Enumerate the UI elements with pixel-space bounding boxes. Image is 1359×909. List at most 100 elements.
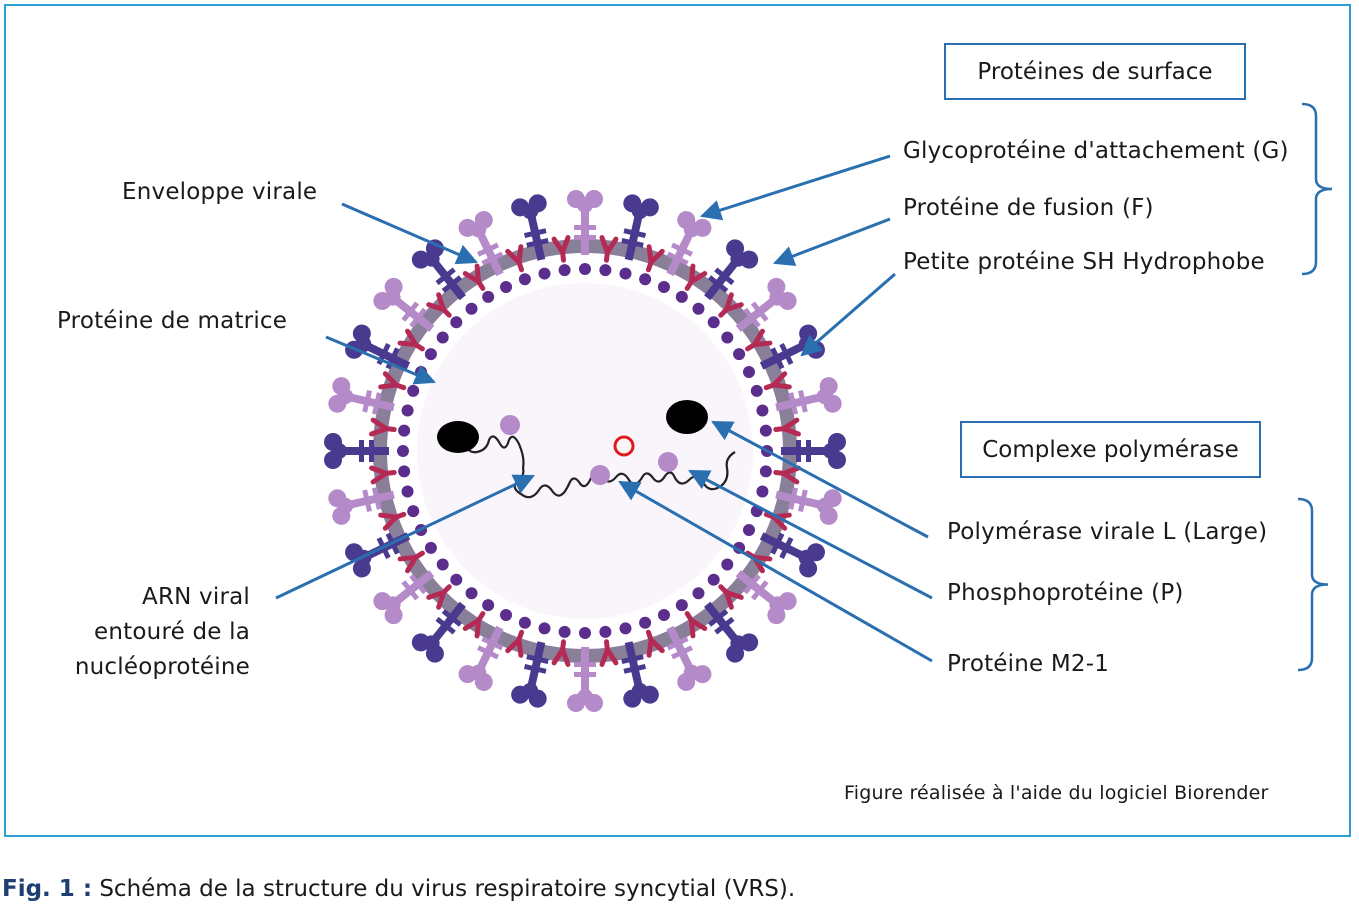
spike-head-lobe (730, 635, 747, 652)
matrix-protein-dot (436, 331, 449, 344)
sh-protein (462, 263, 486, 291)
matrix-protein-dot (692, 302, 705, 315)
matrix-protein-dot (558, 264, 571, 277)
arrow-fusion-f (773, 217, 891, 267)
sh-protein (763, 511, 792, 531)
spike-bar (477, 242, 500, 257)
sh-protein (684, 611, 708, 639)
phosphoprotein-dot (658, 452, 678, 472)
sh-protein (378, 371, 407, 391)
spike-stalk (775, 392, 826, 412)
sh-protein (378, 511, 407, 531)
figure-credit: Figure réalisée à l'aide du logiciel Bio… (844, 782, 1269, 804)
matrix-protein-dot (756, 485, 769, 498)
spike-bar (362, 389, 372, 413)
spike-head-lobe (631, 203, 648, 220)
sh-protein-shape (745, 328, 773, 352)
sh-protein-shape (684, 263, 708, 291)
label-viral-rna-line2: entouré de la (94, 619, 250, 645)
glycoprotein-g-spike (781, 433, 846, 469)
glycoprotein-g-spike (621, 194, 659, 261)
matrix-protein-dot (465, 587, 478, 600)
fusion-protein-f-spike (735, 570, 797, 625)
group-braces (1297, 102, 1333, 672)
label-glycoprotein-g: Glycoprotéine d'attachement (G) (903, 138, 1289, 164)
glycoprotein-g-spike (411, 239, 466, 301)
arrow-envelope (341, 202, 478, 265)
matrix-protein-dot (538, 622, 551, 635)
spike-bar (806, 440, 811, 462)
spike-bar (770, 532, 785, 555)
spike-bar (481, 636, 504, 651)
sh-protein (426, 584, 452, 610)
label-polymerase-l: Polymérase virale L (Large) (947, 519, 1268, 545)
spike-bar (371, 392, 382, 415)
matrix-protein-dot (657, 281, 670, 294)
spike-head-lobe (823, 443, 839, 459)
spike-head-lobe (769, 289, 786, 306)
sh-protein-shape (551, 235, 571, 263)
sh-protein-shape (718, 292, 744, 318)
matrix-protein-dot (450, 316, 463, 329)
sh-protein-shape (462, 263, 486, 291)
matrix-protein-dot (424, 541, 437, 554)
spike-head-lobe (522, 203, 539, 220)
spike-head-lobe (730, 250, 747, 267)
fusion-protein-f-spike (328, 487, 395, 525)
matrix-protein-dot (721, 331, 734, 344)
virus-particle (324, 190, 846, 712)
sh-protein (397, 328, 425, 352)
sh-protein-shape (397, 550, 425, 574)
spike-bar (796, 440, 801, 462)
label-arrows (275, 154, 933, 663)
box-polymerase-complex: Complexe polymérase (960, 421, 1261, 478)
arrow-rna (275, 474, 535, 600)
phosphoprotein-dot (590, 465, 610, 485)
sh-protein-shape (369, 417, 397, 437)
matrix-protein-dot (424, 348, 437, 361)
spike-bar (574, 662, 596, 667)
spike-bar (666, 251, 689, 266)
spike-bar (779, 343, 794, 366)
sh-protein-shape (763, 371, 792, 391)
matrix-protein-dot (401, 404, 414, 417)
sh-protein-shape (369, 465, 397, 485)
spike-head-lobe (470, 221, 487, 238)
virus-interior (437, 400, 736, 499)
sh-protein-shape (599, 235, 619, 263)
label-envelope: Enveloppe virale (122, 179, 318, 205)
matrix-protein-dot (707, 316, 720, 329)
spike-stalk (704, 256, 742, 301)
matrix-protein-dot (721, 558, 734, 571)
matrix-protein-dot (500, 281, 513, 294)
spike-bar (441, 609, 463, 627)
sh-protein-shape (645, 244, 665, 273)
spike-bar (743, 573, 761, 595)
glycoprotein-g-spike (704, 239, 759, 301)
sh-protein-shape (378, 371, 407, 391)
spike-head-lobe (522, 682, 539, 699)
spike-bar (401, 580, 420, 601)
arrow-sh (800, 272, 896, 357)
matrix-protein-dot (398, 465, 411, 478)
brace-surface-proteins (1301, 102, 1333, 276)
spike-bar (779, 536, 794, 559)
glycoprotein-g-spike (759, 532, 825, 578)
spike-head-lobe (423, 250, 440, 267)
matrix-protein-dot (482, 290, 495, 303)
fusion-protein-f-spike (775, 377, 842, 415)
sh-protein (551, 639, 571, 667)
sh-protein (426, 292, 452, 318)
sh-protein (369, 465, 397, 485)
fusion-protein-f-spike (567, 190, 603, 255)
matrix-protein-dot (579, 263, 591, 275)
spike-bar (714, 267, 735, 286)
spike-head-lobe (337, 497, 354, 514)
fusion-protein-f-spike (328, 377, 395, 415)
glycoprotein-g-spike (621, 641, 659, 708)
spike-head-lobe (384, 596, 401, 613)
spike-bar (707, 275, 729, 293)
sh-protein (599, 235, 619, 263)
spike-bar (523, 664, 547, 674)
label-viral-rna-line3: nucléoprotéine (74, 654, 250, 680)
